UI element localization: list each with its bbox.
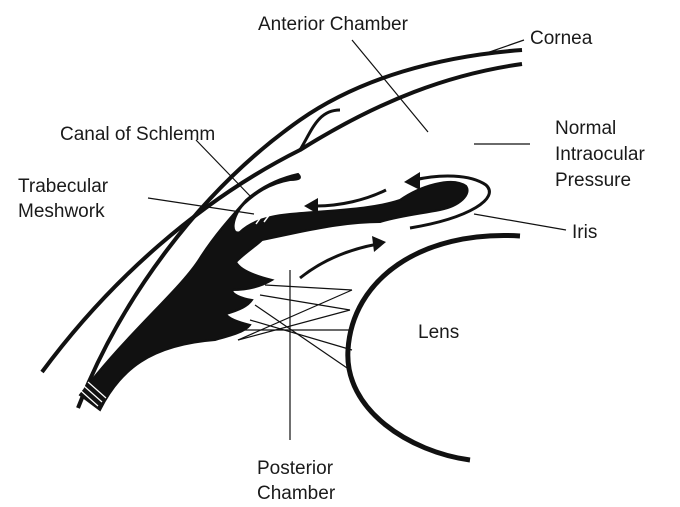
label-lens: Lens (418, 322, 459, 344)
label-meshwork: Meshwork (18, 201, 105, 223)
label-cornea: Cornea (530, 28, 592, 50)
flow-arrow-iris-head (404, 172, 420, 190)
leader-lines (148, 40, 566, 440)
zonule-fibers (238, 285, 352, 370)
label-anterior-chamber: Anterior Chamber (258, 14, 408, 36)
flow-arrow-posterior (300, 244, 378, 278)
label-intraocular: Intraocular (555, 144, 645, 166)
label-pressure: Pressure (555, 170, 631, 192)
label-canal-of-schlemm: Canal of Schlemm (60, 124, 215, 146)
lens-outline (348, 236, 520, 460)
label-chamber: Chamber (257, 483, 335, 505)
flow-arrow-posterior-head (372, 236, 386, 252)
label-trabecular: Trabecular (18, 176, 108, 198)
flow-arrow-anterior (316, 190, 386, 206)
label-iris: Iris (572, 222, 597, 244)
label-normal: Normal (555, 118, 616, 140)
label-posterior: Posterior (257, 458, 333, 480)
